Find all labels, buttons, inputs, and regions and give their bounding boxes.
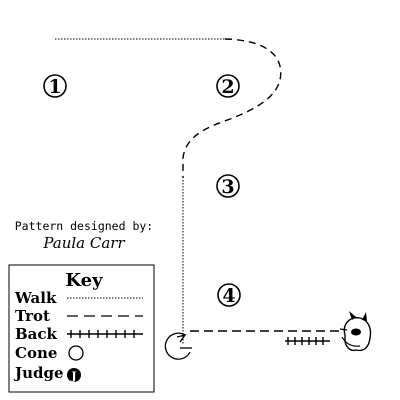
- legend: Key Walk Trot Back Cone Judge J: [8, 264, 155, 393]
- cone-marker-2: 2: [216, 74, 240, 98]
- legend-label-cone: Cone: [15, 344, 57, 362]
- cone-marker-3: 3: [216, 174, 240, 198]
- back-path-hatched: [285, 337, 330, 345]
- cone-marker-1: 1: [43, 74, 67, 98]
- judge-icon: J: [67, 368, 81, 383]
- horse-icon: [339, 311, 372, 352]
- designer-signature: Paula Carr: [42, 234, 125, 252]
- legend-label-judge: Judge: [13, 364, 64, 382]
- cone-marker-4-label: 4: [222, 285, 235, 307]
- cone-marker-2-label: 2: [221, 76, 234, 98]
- legend-label-back: Back: [15, 325, 58, 343]
- legend-box: [8, 264, 155, 393]
- judge-icon-letter: J: [70, 370, 76, 383]
- legend-label-walk: Walk: [14, 289, 57, 307]
- back-line-icon: [67, 330, 143, 338]
- cone-icon: [68, 345, 84, 361]
- trot-path-curve: [182, 38, 282, 178]
- legend-title: Key: [65, 270, 103, 291]
- turn-circle: [164, 332, 192, 360]
- cone-marker-3-label: 3: [221, 176, 234, 198]
- legend-label-trot: Trot: [15, 307, 50, 325]
- credit-line: Pattern designed by:: [15, 219, 153, 233]
- cone-marker-4: 4: [217, 283, 241, 307]
- cone-marker-1-label: 1: [48, 76, 61, 98]
